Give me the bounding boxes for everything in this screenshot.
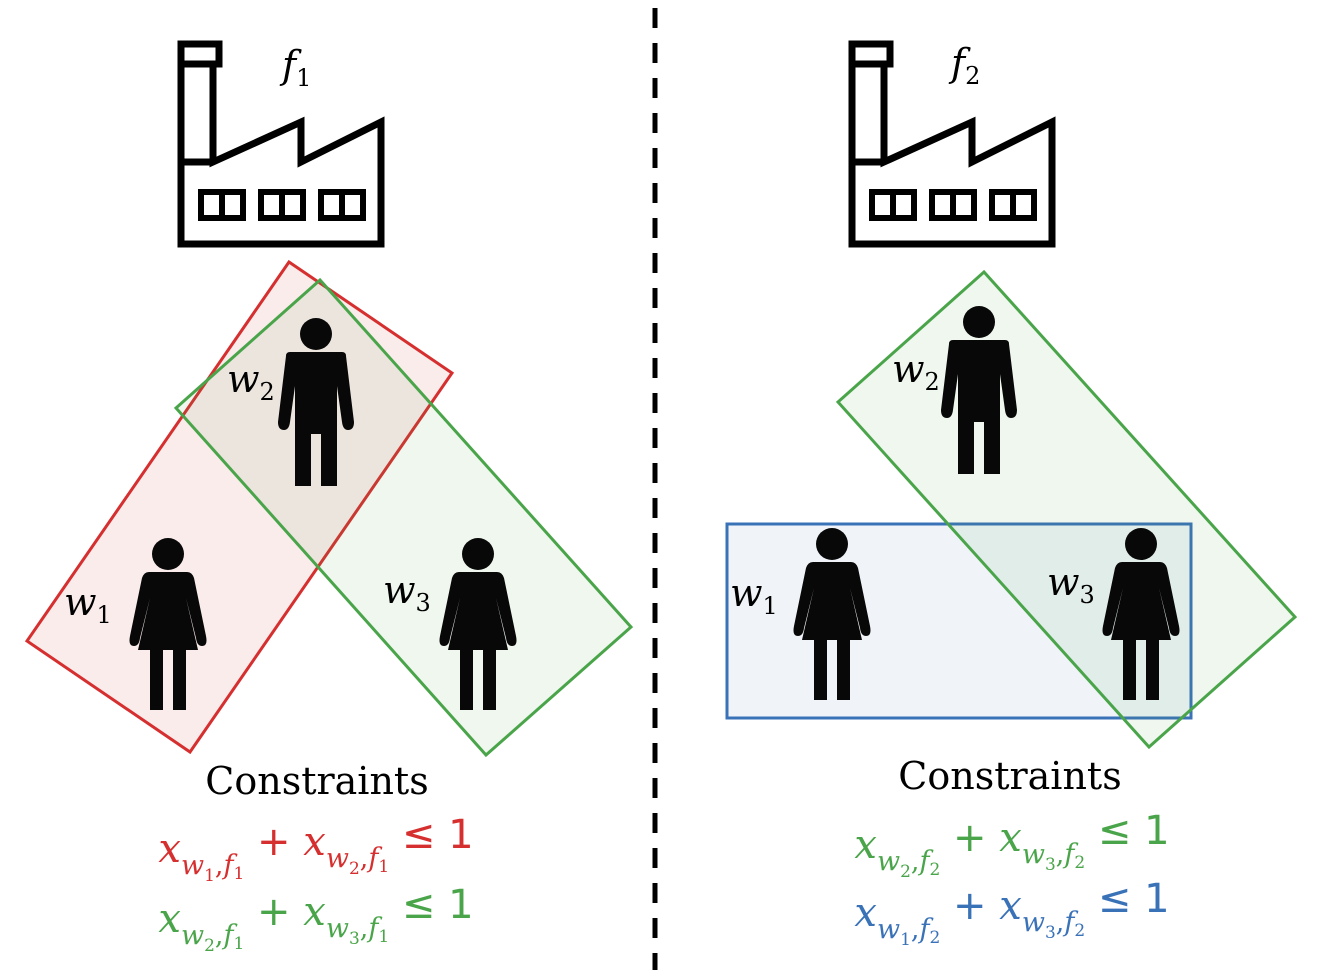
worker-label-w3: w3 xyxy=(383,568,431,617)
constraint-equation: xw1,f1 + xw2,f1 ≤ 1 xyxy=(158,812,473,886)
worker-label-w1: w1 xyxy=(64,580,112,629)
factory-icon xyxy=(180,44,381,244)
constraint-equation: xw2,f1 + xw3,f1 ≤ 1 xyxy=(158,882,473,956)
constraints-title: Constraints xyxy=(205,759,428,803)
factory-label: f1 xyxy=(279,43,311,92)
constraint-equation: xw2,f2 + xw3,f2 ≤ 1 xyxy=(854,808,1169,882)
worker-label-w2: w2 xyxy=(892,347,940,396)
right-panel: f2 w1 w2 w3 Constraints xw2,f2 + xw3,f2 … xyxy=(725,41,1298,950)
left-panel: f1 w1 w2 w3 Constraints xw1,f1 + xw2,f1 … xyxy=(24,43,634,956)
worker-label-w2: w2 xyxy=(227,357,275,406)
worker-label-w1: w1 xyxy=(730,571,778,620)
worker-label-w3: w3 xyxy=(1047,560,1095,609)
factory-label: f2 xyxy=(948,41,980,90)
constraint-equation: xw1,f2 + xw3,f2 ≤ 1 xyxy=(854,876,1169,950)
constraints-title: Constraints xyxy=(898,754,1121,798)
